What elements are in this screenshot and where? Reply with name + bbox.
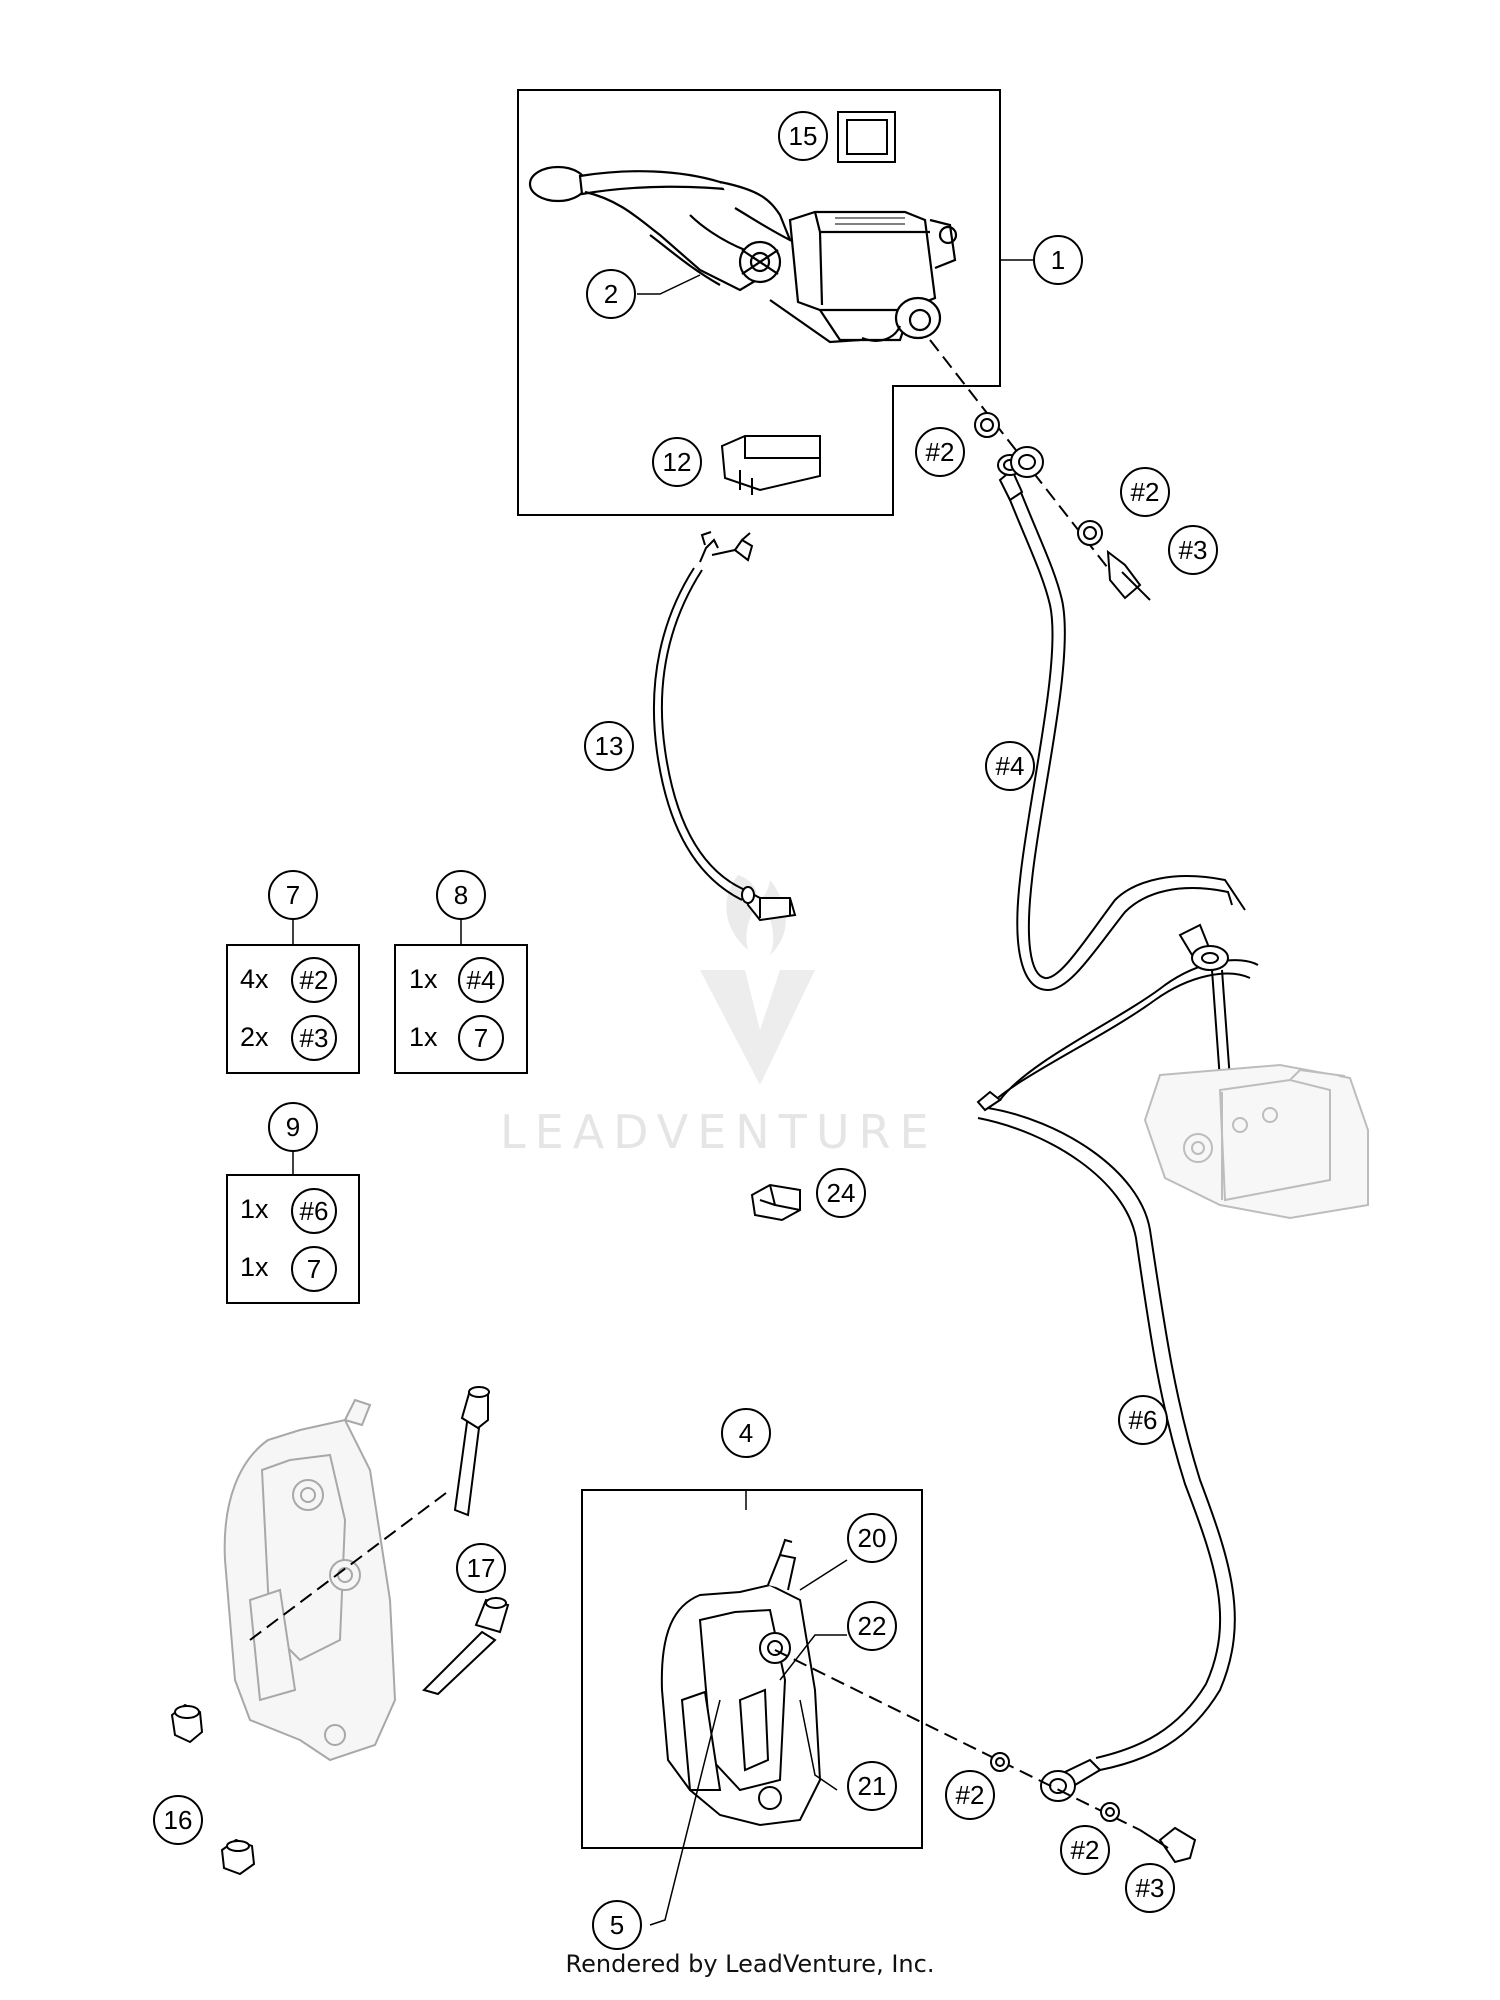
kit-7-row1-ref: #2 — [300, 965, 329, 995]
kit-9-table: 1x #6 1x 7 — [226, 1174, 360, 1304]
svg-text:5: 5 — [610, 1910, 624, 1940]
svg-text:16: 16 — [164, 1805, 193, 1835]
callout-7[interactable]: 7 — [268, 870, 318, 920]
callout-15[interactable]: 15 — [778, 111, 828, 161]
svg-text:#2: #2 — [1131, 477, 1160, 507]
callout-2[interactable]: 2 — [586, 269, 636, 319]
callout-17[interactable]: 17 — [456, 1543, 506, 1593]
left-caliper-illustration — [223, 1398, 397, 1762]
master-cylinder-frame — [517, 89, 1001, 516]
caliper-frame — [581, 1489, 923, 1849]
callout-ref-2-top-b[interactable]: #2 — [1120, 467, 1170, 517]
callout-ref-3-bottom[interactable]: #3 — [1125, 1863, 1175, 1913]
banjo-top-hardware — [929, 339, 1151, 601]
kit-7-row2-ref: #3 — [300, 1023, 329, 1053]
callout-ref-3-top[interactable]: #3 — [1168, 525, 1218, 575]
callout-8[interactable]: 8 — [436, 870, 486, 920]
brake-line-upper — [976, 454, 1259, 1112]
svg-text:21: 21 — [858, 1771, 887, 1801]
watermark: LEADVENTURE — [500, 875, 938, 1159]
callout-9[interactable]: 9 — [268, 1102, 318, 1152]
svg-text:12: 12 — [663, 447, 692, 477]
svg-text:17: 17 — [467, 1553, 496, 1583]
callout-4[interactable]: 4 — [721, 1408, 771, 1458]
caliper-group — [581, 1489, 923, 1849]
left-caliper-bolts — [170, 1386, 510, 1876]
callout-12[interactable]: 12 — [652, 437, 702, 487]
kit-9-row1-ref: #6 — [300, 1196, 329, 1226]
callout-1[interactable]: 1 — [1033, 235, 1083, 285]
svg-text:#2: #2 — [1071, 1835, 1100, 1865]
kit-8-row2-qty: 1x — [409, 1022, 438, 1052]
watermark-text: LEADVENTURE — [500, 1105, 938, 1159]
svg-text:2: 2 — [604, 279, 618, 309]
v-logo-icon — [700, 970, 815, 1085]
gasket-illustration — [837, 111, 896, 163]
kit-9-row1-qty: 1x — [240, 1194, 269, 1224]
svg-text:22: 22 — [858, 1611, 887, 1641]
callout-5[interactable]: 5 — [592, 1900, 642, 1950]
clip-illustration — [750, 1183, 801, 1222]
callout-13[interactable]: 13 — [584, 721, 634, 771]
callout-22[interactable]: 22 — [847, 1601, 897, 1651]
callout-24[interactable]: 24 — [816, 1168, 866, 1218]
svg-text:15: 15 — [789, 121, 818, 151]
svg-text:24: 24 — [827, 1178, 856, 1208]
svg-text:20: 20 — [858, 1523, 887, 1553]
lever-illustration — [528, 165, 958, 344]
callout-ref-2-bottom-b[interactable]: #2 — [1060, 1825, 1110, 1875]
callout-ref-2-top-a[interactable]: #2 — [915, 427, 965, 477]
kit-7-row2-qty: 2x — [240, 1022, 269, 1052]
master-cylinder-group — [517, 89, 1001, 516]
svg-text:#2: #2 — [926, 437, 955, 467]
callout-ref-4[interactable]: #4 — [985, 741, 1035, 791]
kit-7-table: 4x #2 2x #3 — [226, 944, 360, 1074]
kit-7-row1-qty: 4x — [240, 964, 269, 994]
svg-text:#4: #4 — [996, 751, 1025, 781]
brake-line-lower — [977, 1107, 1236, 1802]
svg-text:#3: #3 — [1136, 1873, 1165, 1903]
callout-16[interactable]: 16 — [153, 1795, 203, 1845]
svg-text:8: 8 — [454, 880, 468, 910]
callout-21[interactable]: 21 — [847, 1761, 897, 1811]
svg-text:4: 4 — [739, 1418, 753, 1448]
kit-8-table: 1x #4 1x 7 — [394, 944, 528, 1074]
abs-unit-illustration — [1143, 1063, 1369, 1220]
sensor-cable-illustration — [652, 531, 797, 922]
kit-8-row2-ref: 7 — [474, 1023, 488, 1053]
svg-text:7: 7 — [286, 880, 300, 910]
svg-text:#6: #6 — [1129, 1405, 1158, 1435]
svg-text:#3: #3 — [1179, 535, 1208, 565]
svg-text:1: 1 — [1051, 245, 1065, 275]
kit-8-row1-ref: #4 — [467, 965, 496, 995]
right-caliper-illustration — [660, 1538, 822, 1827]
leader-lines — [292, 259, 1033, 1926]
footer-credit: Rendered by LeadVenture, Inc. — [566, 1950, 935, 1978]
callout-20[interactable]: 20 — [847, 1513, 897, 1563]
brake-switch-illustration — [720, 435, 821, 495]
svg-text:13: 13 — [595, 731, 624, 761]
kit-9-row2-ref: 7 — [307, 1254, 321, 1284]
kit-8-row1-qty: 1x — [409, 964, 438, 994]
caliper-hardware — [774, 1649, 1197, 1864]
callouts: 1 2 15 12 #2 #2 #3 13 #4 7 8 9 24 #6 4 1… — [153, 111, 1218, 1950]
svg-text:#2: #2 — [956, 1780, 985, 1810]
callout-ref-2-bottom-a[interactable]: #2 — [945, 1770, 995, 1820]
svg-text:9: 9 — [286, 1112, 300, 1142]
kit-9-row2-qty: 1x — [240, 1252, 269, 1282]
callout-ref-6[interactable]: #6 — [1118, 1395, 1168, 1445]
